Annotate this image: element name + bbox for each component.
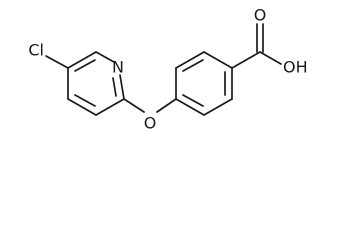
pyridine-ring — [67, 51, 125, 116]
chemical-structure-diagram: Cl N O O OH — [28, 6, 308, 133]
bond-b5-b6 — [203, 98, 233, 116]
atom-label-n: N — [112, 58, 124, 77]
benzene-ring — [175, 51, 233, 116]
bond-b6-b1 — [175, 98, 205, 116]
atom-label-cl: Cl — [28, 41, 44, 60]
bond-c-oh — [259, 51, 282, 65]
bond-c5-cl — [45, 55, 69, 69]
atom-label-o-ether: O — [144, 114, 157, 133]
bond-b2-b3-double — [182, 59, 204, 72]
atom-label-o-carbonyl: O — [254, 6, 267, 25]
bond-n1-c2 — [119, 74, 125, 100]
atom-label-oh: OH — [283, 58, 308, 77]
bond-n1-c2-double — [112, 77, 117, 97]
bond-c3-c4-double — [74, 94, 96, 107]
bond-b4-ccooh — [231, 51, 261, 69]
bond-b2-b3 — [175, 51, 205, 69]
bond-c6-n1 — [95, 51, 115, 63]
bond-c5-c6-double — [74, 59, 96, 72]
bond-b3-b4 — [203, 51, 233, 69]
bond-b6-b1-double — [182, 94, 204, 107]
bond-o-c1prime — [156, 98, 177, 113]
bond-c5-c6 — [67, 51, 97, 69]
bond-c2-c3 — [95, 98, 125, 116]
bond-c3-c4 — [67, 98, 97, 116]
bond-c2-o — [123, 98, 145, 113]
